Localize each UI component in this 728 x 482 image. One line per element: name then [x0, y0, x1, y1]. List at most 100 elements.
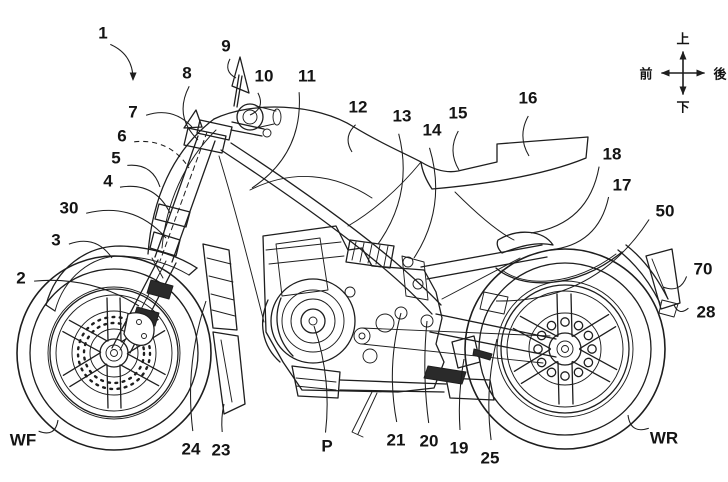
- mirror-icon: [231, 56, 250, 94]
- callout-19: 19: [450, 439, 469, 458]
- callout-1: 1: [98, 24, 107, 43]
- callout-24: 24: [182, 440, 201, 459]
- leader-line-16: [522, 115, 530, 157]
- bar-end: [262, 128, 272, 138]
- leader-line-17: [548, 196, 610, 251]
- compass-front-label: 前: [639, 67, 652, 83]
- footpeg-bracket: [451, 335, 481, 369]
- rear-hugger: [495, 251, 623, 284]
- leader-line-WR: [627, 414, 649, 431]
- callout-16: 16: [519, 89, 538, 108]
- leader-line-28: [673, 304, 689, 313]
- shock-linkage: [401, 255, 429, 301]
- leader-line-21: [391, 312, 402, 423]
- tail-tip: [496, 231, 554, 254]
- leader-line-18: [530, 166, 600, 234]
- leader-line-10: [249, 92, 261, 116]
- callout-14: 14: [423, 121, 442, 140]
- mirror-stalk: [233, 74, 243, 108]
- leader-line-9: [227, 58, 237, 79]
- front-fender: [45, 245, 198, 312]
- linkage-pivot: [420, 314, 434, 328]
- belly-fin: [212, 331, 246, 415]
- callout-10: 10: [255, 67, 274, 86]
- direction-compass: 上 下 前 後: [638, 32, 728, 117]
- fork-band: [146, 279, 174, 300]
- callout-12: 12: [349, 98, 368, 117]
- leader-line-6: [134, 140, 190, 169]
- leader-line-13: [377, 133, 404, 245]
- leader-line-19: [458, 358, 465, 431]
- leader-line-14: [413, 147, 437, 259]
- rear-wheel: [464, 248, 666, 450]
- leader-line-5: [127, 164, 161, 188]
- leader-line-3: [68, 240, 113, 259]
- leader-line-24: [190, 300, 207, 432]
- leader-line-1: [110, 43, 137, 81]
- leader-line-20: [424, 320, 430, 424]
- handlebar-headlight: [183, 56, 282, 141]
- callout-28: 28: [697, 303, 716, 322]
- fork-guard: [149, 231, 181, 257]
- callout-2: 2: [16, 269, 25, 288]
- throttle-body: [345, 239, 429, 301]
- callout-30: 30: [60, 199, 79, 218]
- callout-25: 25: [481, 449, 500, 468]
- leader-line-11: [251, 92, 300, 189]
- callout-13: 13: [393, 107, 412, 126]
- callout-WR: WR: [650, 429, 678, 448]
- swingarm-chain: [361, 291, 557, 369]
- engine: [262, 225, 445, 393]
- callout-WF: WF: [10, 431, 36, 450]
- leader-line-2: [34, 279, 140, 307]
- leader-line-WF: [38, 419, 59, 434]
- callout-23: 23: [212, 441, 231, 460]
- leader-line-12: [347, 124, 356, 153]
- callout-9: 9: [221, 37, 230, 56]
- compass-down-label: 下: [676, 101, 689, 116]
- bottom-triple-clamp: [154, 203, 191, 228]
- callout-50: 50: [656, 202, 675, 221]
- front-sprocket: [353, 327, 371, 345]
- callout-11: 11: [298, 67, 316, 86]
- callout-P: P: [321, 437, 332, 456]
- callout-15: 15: [449, 104, 468, 123]
- mud-flap: [645, 248, 681, 310]
- leader-line-15: [452, 130, 460, 171]
- callout-8: 8: [182, 64, 191, 83]
- exhaust: [262, 297, 495, 438]
- callout-21: 21: [387, 431, 406, 450]
- leader-line-25: [488, 338, 498, 441]
- rear-sprocket: [528, 312, 602, 386]
- callout-70: 70: [694, 260, 713, 279]
- callout-20: 20: [420, 432, 439, 451]
- catalyzer: [423, 365, 467, 385]
- license-stalk: [617, 244, 669, 304]
- rear-brake-caliper: [479, 291, 509, 315]
- leader-line-8: [182, 86, 199, 141]
- shift-pivot: [394, 306, 408, 320]
- leader-line-23: [221, 403, 225, 433]
- front-brake-disc: [71, 310, 157, 396]
- callout-5: 5: [111, 149, 120, 168]
- footpeg: [472, 348, 493, 361]
- compass-up-label: 上: [676, 33, 689, 48]
- compass-rear-label: 後: [713, 67, 727, 83]
- callout-6: 6: [117, 127, 126, 146]
- steering-axis-dashed-line: [159, 131, 208, 262]
- tail-cowl: [420, 136, 589, 190]
- callout-7: 7: [128, 103, 137, 122]
- leader-line-50: [495, 219, 650, 302]
- fuel-tank-bodywork: [147, 106, 422, 255]
- handlebar: [230, 121, 265, 137]
- callout-4: 4: [103, 172, 113, 191]
- side-stand: [351, 391, 378, 438]
- callout-18: 18: [603, 145, 622, 164]
- radiator-shroud: [202, 243, 246, 415]
- callout-3: 3: [51, 231, 60, 250]
- reflector: [658, 299, 679, 318]
- callout-17: 17: [613, 176, 632, 195]
- leader-line-P: [313, 325, 328, 433]
